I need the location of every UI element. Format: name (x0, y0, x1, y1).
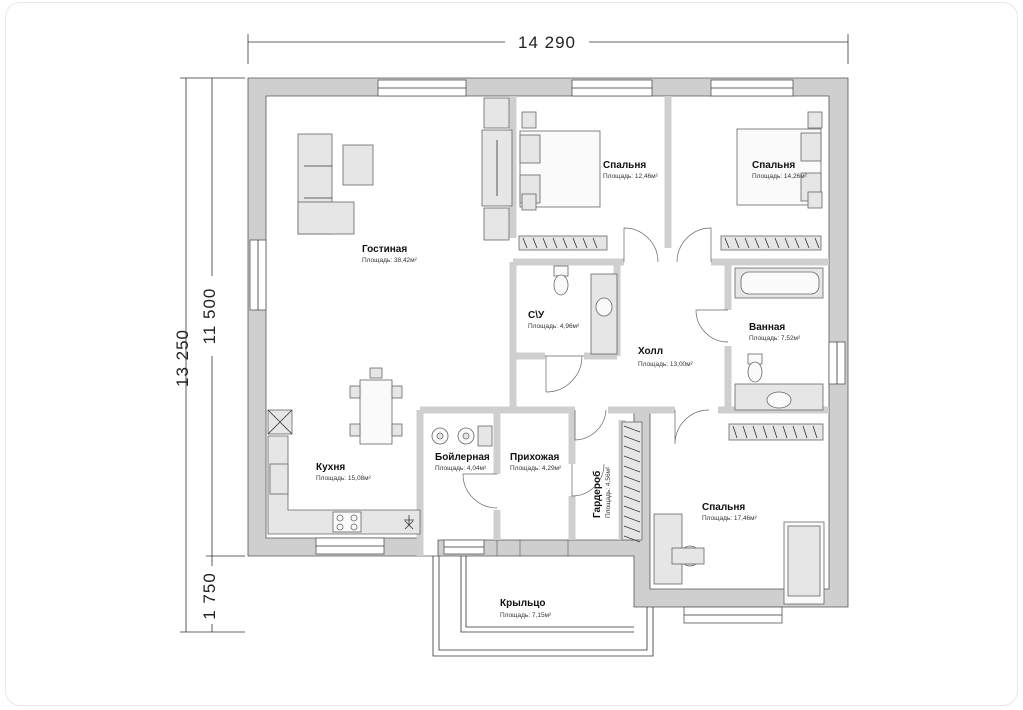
doors (462, 227, 729, 556)
room-bath: Ванная Площадь: 7,52м² (749, 322, 801, 342)
room-area: Площадь: 12,46м² (603, 173, 659, 180)
room-name: Бойлерная (435, 452, 490, 463)
room-wardrobe: Гардероб Площадь: 4,56м² (591, 466, 612, 518)
windows (249, 79, 846, 624)
boiler-furniture (431, 425, 493, 447)
room-porch: Крыльцо Площадь: 7,15м² (500, 598, 552, 619)
room-entry: Прихожая Площадь: 4,29м² (510, 452, 562, 472)
kitchen-furniture (267, 367, 421, 535)
bedroom-furniture (518, 111, 825, 605)
room-area: Площадь: 4,96м² (528, 323, 580, 330)
room-area: Площадь: 4,29м² (510, 465, 562, 472)
room-name: Прихожая (510, 452, 560, 463)
dimension-left-total: 13 250 (173, 77, 245, 633)
room-area: Площадь: 14,26м² (752, 173, 808, 180)
room-area: Площадь: 7,15м² (500, 612, 552, 619)
room-name: Кухня (316, 462, 345, 473)
room-name: Холл (638, 346, 663, 357)
room-name: С\У (528, 310, 545, 321)
room-area: Площадь: 7,52м² (749, 335, 801, 342)
room-name: Гостиная (362, 244, 407, 255)
room-area: Площадь: 15,08м² (316, 475, 372, 482)
room-wc: С\У Площадь: 4,96м² (528, 310, 580, 330)
dimension-left-main-label: 11 500 (200, 288, 219, 345)
room-bedroom-3: Спальня Площадь: 17,46м² (702, 502, 758, 522)
living-room-furniture (297, 97, 513, 241)
dimension-left-main: 11 500 (200, 78, 245, 557)
room-area: Площадь: 4,04м² (435, 465, 487, 472)
dimension-left-porch-label: 1 750 (200, 572, 219, 620)
room-area: Площадь: 38,42м² (362, 257, 418, 264)
room-hall: Холл Площадь: 13,00м² (638, 346, 694, 368)
room-boiler: Бойлерная Площадь: 4,04м² (435, 452, 490, 472)
dimension-left-total-label: 13 250 (173, 329, 192, 387)
room-name: Крыльцо (500, 598, 546, 609)
room-area: Площадь: 17,46м² (702, 515, 758, 522)
dimension-top-label: 14 290 (518, 33, 576, 52)
room-name: Ванная (749, 322, 785, 333)
room-name: Спальня (603, 160, 646, 171)
dimension-top: 14 290 (247, 32, 849, 64)
room-bedroom-1: Спальня Площадь: 12,46м² (603, 160, 659, 180)
room-living: Гостиная Площадь: 38,42м² (362, 244, 418, 264)
room-name: Гардероб (591, 471, 603, 518)
room-area: Площадь: 13,00м² (638, 361, 694, 368)
wardrobe-furniture (621, 421, 643, 543)
dimension-left-porch: 1 750 (200, 556, 222, 632)
room-kitchen: Кухня Площадь: 15,08м² (316, 462, 372, 482)
room-name: Спальня (702, 502, 745, 513)
bathroom-furniture (553, 265, 824, 411)
room-name: Спальня (752, 160, 795, 171)
room-area: Площадь: 4,56м² (605, 466, 612, 518)
room-bedroom-2: Спальня Площадь: 14,26м² (752, 160, 808, 180)
